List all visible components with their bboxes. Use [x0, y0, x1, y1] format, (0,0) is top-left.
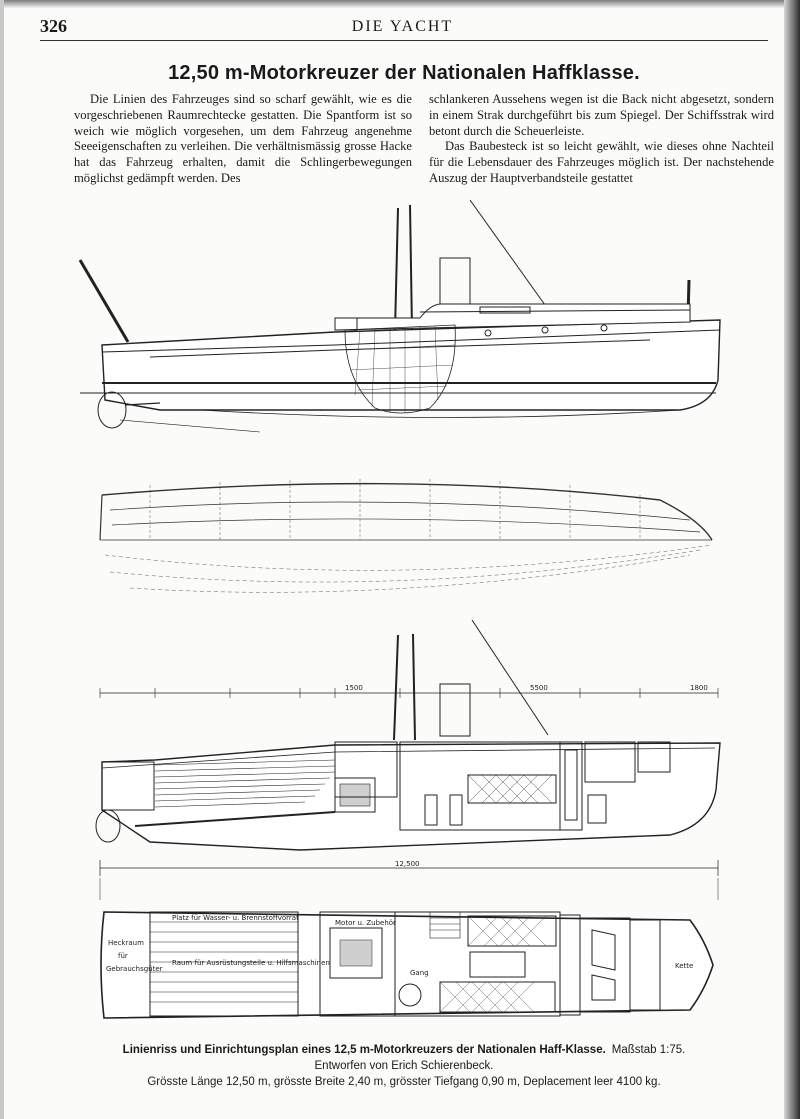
article-body: Die Linien des Fahrzeuges sind so scharf… [74, 92, 774, 188]
header-rule [40, 40, 768, 41]
column-right: schlankeren Aussehens wegen ist die Back… [429, 92, 774, 187]
paragraph: Die Linien des Fahrzeuges sind so scharf… [74, 92, 412, 185]
column-left: Die Linien des Fahrzeuges sind so scharf… [74, 92, 412, 187]
caption-scale: Maßstab 1:75. [611, 1044, 686, 1056]
page-number: 326 [40, 16, 67, 36]
caption-line-2: Entworfen von Erich Schierenbeck. [314, 1060, 494, 1072]
figure-caption: Linienriss und Einrichtungsplan eines 12… [40, 1042, 768, 1090]
paragraph: schlankeren Aussehens wegen ist die Back… [429, 92, 774, 138]
caption-line-1: Linienriss und Einrichtungsplan eines 12… [40, 1042, 768, 1058]
scan-edge-top [0, 0, 800, 8]
article-title: 12,50 m-Motorkreuzer der Nationalen Haff… [168, 62, 640, 84]
paragraph: Das Baubesteck ist so leicht gewählt, wi… [429, 139, 774, 185]
caption-title: Linienriss und Einrichtungsplan eines 12… [122, 1044, 606, 1056]
running-head: DIE YACHT [351, 18, 454, 35]
page-header: 326 DIE YACHT [40, 16, 765, 40]
scan-edge-left [0, 0, 4, 1119]
scan-edge-right [784, 0, 800, 1119]
caption-line-3: Grösste Länge 12,50 m, grösste Breite 2,… [147, 1076, 661, 1088]
